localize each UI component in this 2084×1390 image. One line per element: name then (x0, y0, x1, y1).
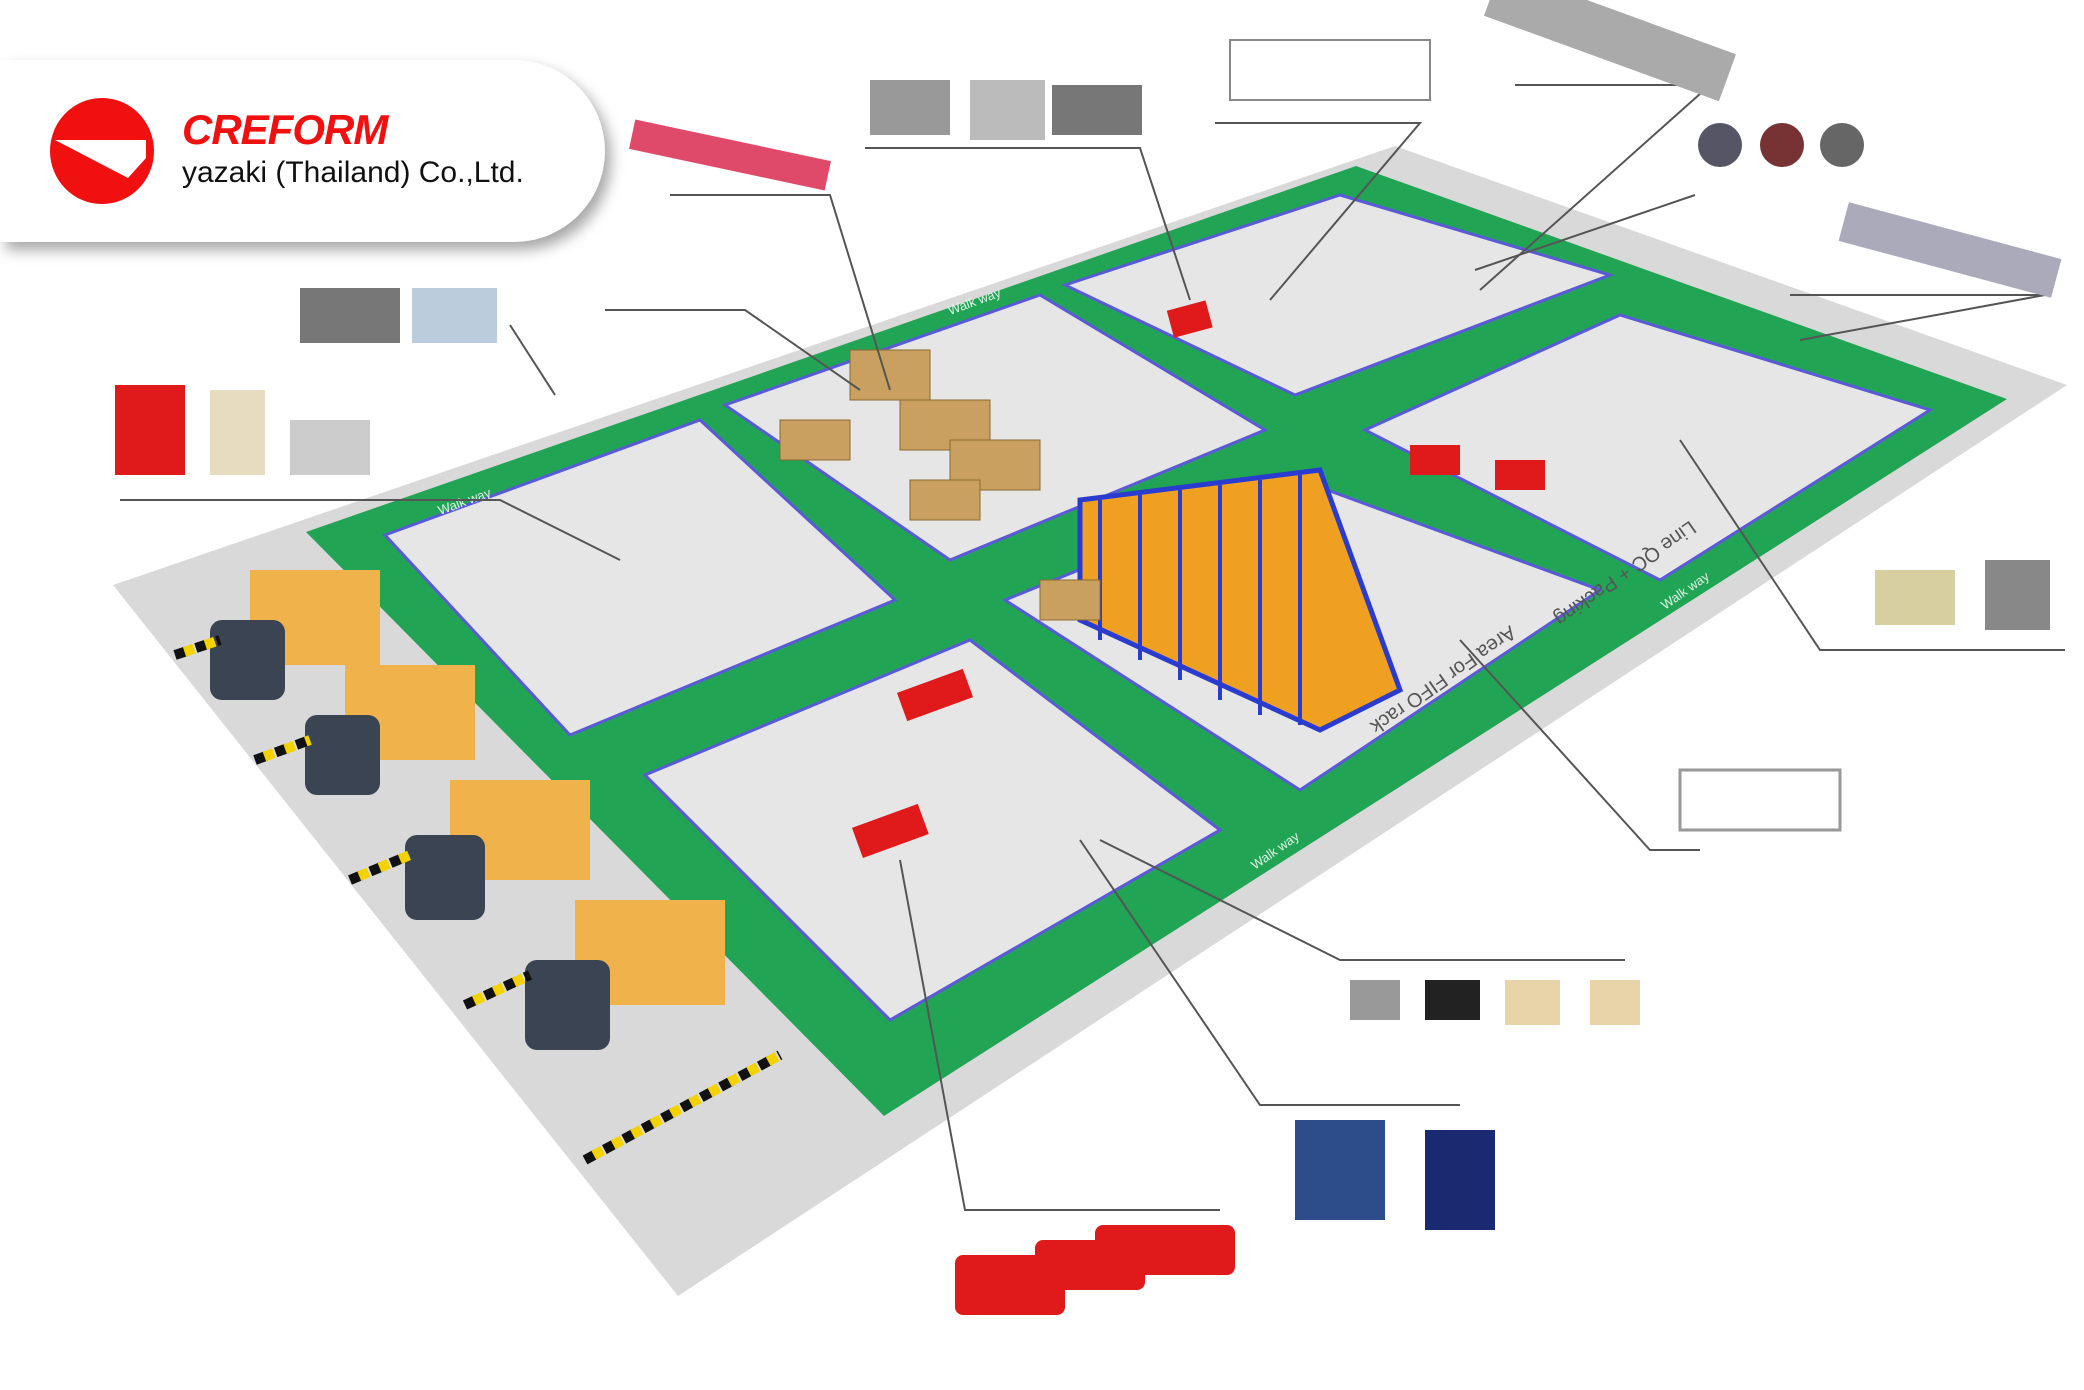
trucks (210, 570, 725, 1050)
hazard-stripes-yellow (173, 635, 783, 1165)
storage-boxes (779, 349, 1101, 621)
creform-logo-icon (50, 98, 154, 204)
thumb-tables (1875, 570, 1955, 625)
zone-assembly (1060, 193, 1615, 397)
thumb-robots (1295, 1120, 1495, 1230)
company-name: yazaki (Thailand) Co.,Ltd. (182, 156, 524, 189)
thumb-red-agvs (955, 1225, 1235, 1315)
truck (405, 780, 590, 920)
thumb-conveyors (1838, 202, 2062, 298)
thumb-pipes (629, 119, 831, 191)
thumb-casters (1698, 123, 1864, 167)
thumb-joints (1350, 980, 1640, 1025)
thumb-machines (870, 80, 950, 135)
truck (525, 900, 725, 1050)
thumb-racks (1678, 768, 1842, 832)
truck (305, 665, 475, 795)
brand-name: CREFORM (182, 106, 388, 153)
truck (210, 570, 380, 700)
thumb-frames (1229, 39, 1431, 101)
thumb-agv-types (115, 385, 185, 475)
agv-carts (851, 300, 1545, 858)
zone-agv-loop (382, 418, 898, 737)
logo-card: CREFORM yazaki (Thailand) Co.,Ltd. (0, 60, 605, 242)
zone-qc-packing (1361, 313, 1934, 582)
thumb-rails (1483, 0, 1737, 102)
thumb-screens (300, 288, 400, 343)
zone-agv-station (642, 638, 1223, 1022)
product-thumbnails (115, 0, 2062, 1315)
